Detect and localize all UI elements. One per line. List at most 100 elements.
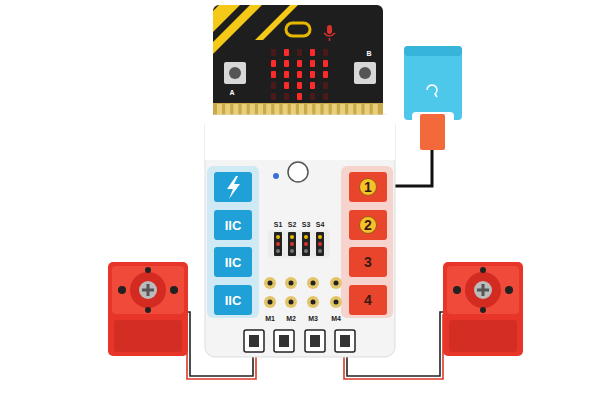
motor-hub [465,272,501,308]
led [297,71,302,78]
led [284,49,289,56]
board-top [205,115,395,160]
microbit [213,5,383,117]
port-label: IIC [225,218,242,233]
led [271,93,276,100]
header-pin [290,249,294,253]
button-a [224,62,246,84]
motor-socket [268,300,273,305]
motor-socket [264,296,276,308]
button-b [359,67,371,79]
sensor-board [404,46,462,56]
connector [340,335,350,347]
servo-headers [274,232,324,256]
connector [335,330,355,352]
shaft-cross [142,284,154,296]
edge-pin [324,104,329,116]
header-pin [304,249,308,253]
led [310,82,315,89]
motor-socket [285,296,297,308]
stripe [213,5,262,54]
motor-socket [311,300,316,305]
motor-socket [264,277,276,289]
motor [108,262,188,356]
mic-icon [327,25,332,34]
led [323,93,328,100]
servo-header [274,232,282,256]
numbered-port: 1 [349,172,387,202]
servo-header [288,232,296,256]
edge-pin [332,104,337,116]
motor-port-label: M2 [286,315,296,322]
led [310,49,315,56]
power-led [273,173,279,179]
lightning-symbol [227,176,240,199]
motor-socket [311,281,316,286]
motor-socket [289,281,294,286]
edge-pin [373,104,378,116]
led [284,82,289,89]
port-number: 2 [364,217,372,233]
connector [244,330,264,352]
motor-port-label: M4 [331,315,341,322]
header-pin [276,242,280,246]
motor-ports [264,277,342,308]
sensor-wire [392,150,432,186]
led [284,93,289,100]
motor-socket [285,277,297,289]
mount-hole [145,307,151,313]
bottom-connectors [244,330,355,352]
edge-pin [307,104,312,116]
edge-pin [356,104,361,116]
motor-port-label: M1 [265,315,275,322]
connector [305,330,325,352]
led [271,49,276,56]
motor-body [108,262,188,356]
button-b [354,62,376,84]
led [310,93,315,100]
reset-button [288,162,308,182]
servo-pin-label: S1 [274,221,283,228]
edge-pin [217,104,222,116]
led [323,82,328,89]
connector [249,335,259,347]
mount-hole [480,267,486,273]
led-matrix [271,49,328,100]
motor-socket [268,281,273,286]
servo-header-base [268,230,330,258]
sensor-knob [420,114,445,150]
iic-port: IIC [214,285,252,315]
motor-shaft [139,281,157,299]
header-pin [304,235,308,239]
motor [443,262,523,356]
mount-hole [505,286,513,294]
motor-port-label: M3 [308,315,318,322]
button-label: A [229,89,234,96]
servo-pin-label: S2 [288,221,297,228]
logo [286,23,310,36]
led [271,71,276,78]
led [297,82,302,89]
mount-hole [118,286,126,294]
led [310,71,315,78]
iic-port: IIC [214,210,252,240]
edge-pin [274,104,279,116]
mount-hole [145,267,151,273]
header-pin [318,242,322,246]
header-pin [304,242,308,246]
motor-top [112,266,184,314]
header-pin [318,249,322,253]
red-port-housing [341,166,393,318]
header-pin [276,235,280,239]
motor-socket [307,277,319,289]
header-pin [290,235,294,239]
servo-pin-label: S3 [302,221,311,228]
motor-body [443,262,523,356]
numbered-port: 4 [349,285,387,315]
servo-header [316,232,324,256]
led [297,49,302,56]
port-number: 1 [364,179,372,195]
sensor-icon [427,85,437,97]
led [297,60,302,67]
